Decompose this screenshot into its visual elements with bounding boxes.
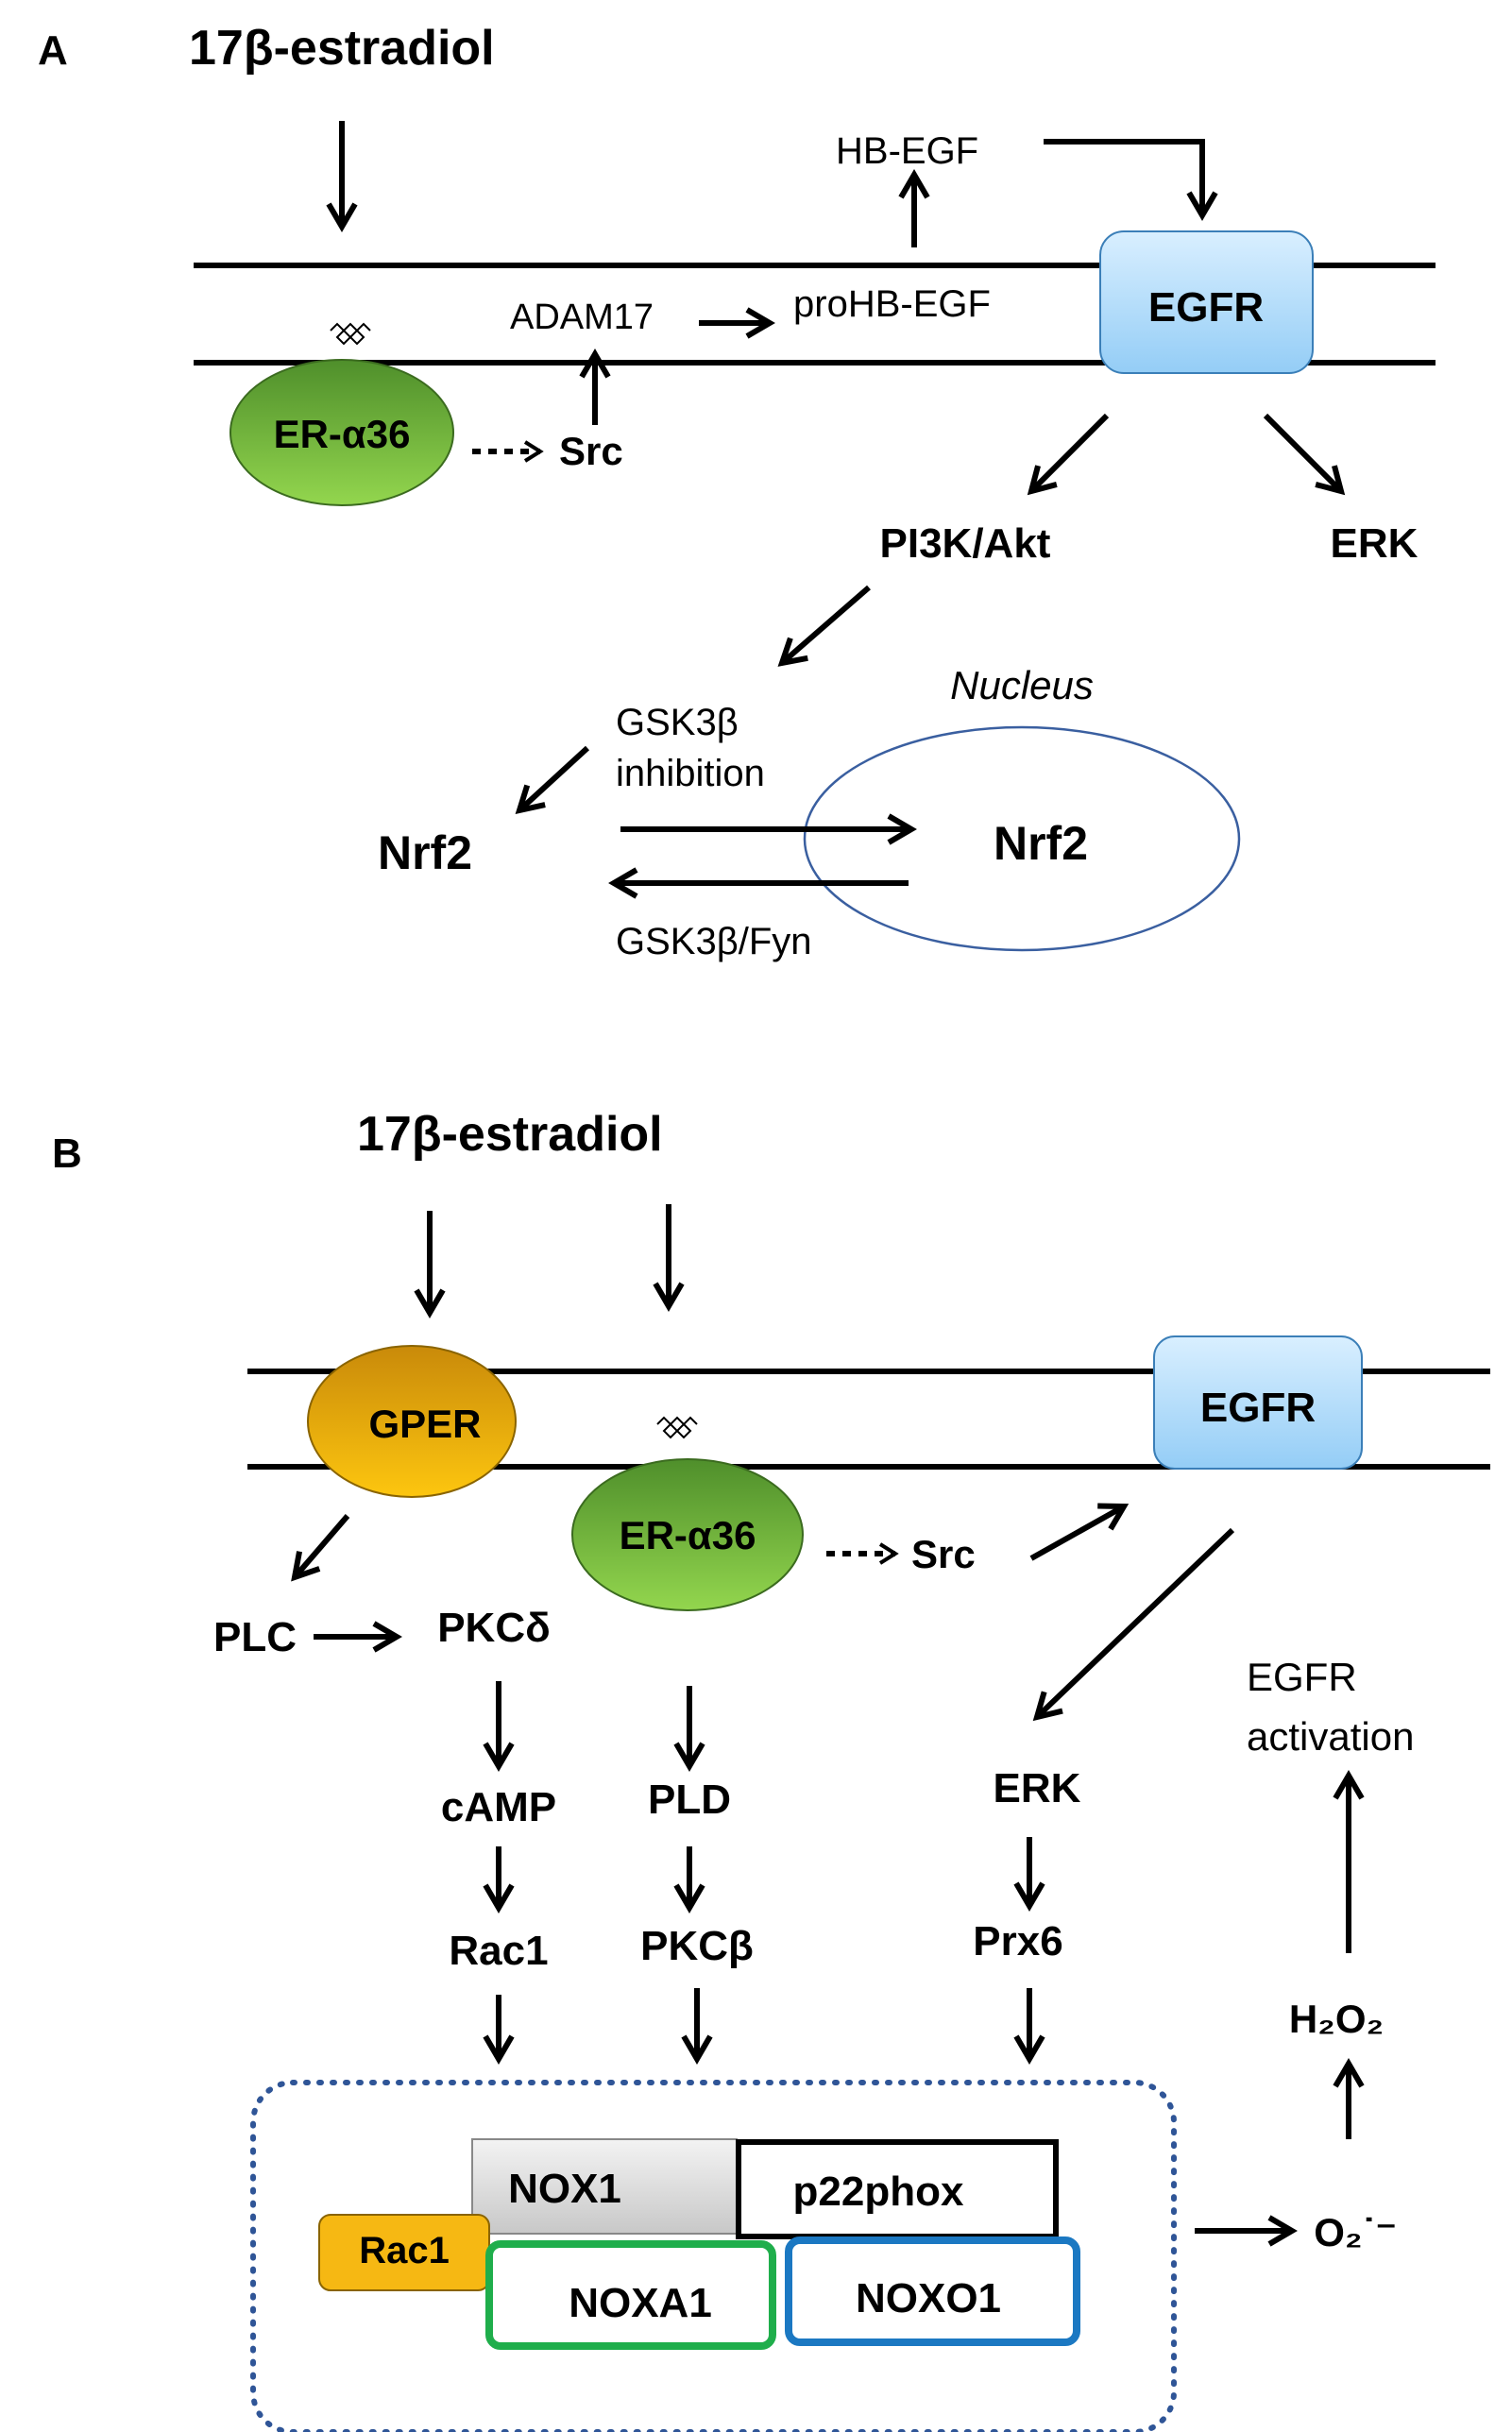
pkc-delta-label: PKCδ	[437, 1605, 551, 1651]
nox1-label: NOX1	[508, 2166, 621, 2212]
gsk-to-nrf2-arrow	[515, 745, 590, 815]
nrf2-nucleus-label: Nrf2	[994, 817, 1088, 870]
hb-egf-label: HB-EGF	[836, 130, 978, 172]
erk-label-a: ERK	[1331, 520, 1419, 567]
prx6-label: Prx6	[973, 1918, 1062, 1964]
egfr-b-label: EGFR	[1200, 1385, 1316, 1431]
nucleus-label: Nucleus	[950, 663, 1094, 707]
panel-a-letter: A	[38, 27, 68, 74]
gper-ellipse	[307, 1345, 517, 1498]
panel-b-letter: B	[52, 1131, 82, 1177]
nox-complex-dotted-box	[250, 2080, 1177, 2432]
nox1-box	[471, 2138, 738, 2235]
er-a36-label: ER-α36	[274, 412, 411, 456]
nrf2-cytoplasm-label: Nrf2	[378, 826, 472, 879]
pkc-beta-label: PKCβ	[640, 1923, 754, 1969]
src-b-label: Src	[911, 1532, 976, 1576]
rac1-label: Rac1	[449, 1928, 548, 1974]
p22phox-label: p22phox	[793, 2168, 964, 2215]
panel-a: A 17β-estradiol HB-EGF ADAM17 proHB-EGF …	[38, 21, 1436, 962]
erk-b-label: ERK	[994, 1765, 1081, 1811]
egfr-activation-line1: EGFR	[1247, 1655, 1357, 1699]
panel-a-ligand-label: 17β-estradiol	[189, 21, 495, 76]
er-a36-b-anchor	[656, 1416, 698, 1439]
er-a36-b-label: ER-α36	[620, 1513, 756, 1557]
noxo1-box	[785, 2236, 1080, 2346]
pi3k-to-gsk-arrow	[777, 585, 871, 667]
egfr-receptor	[1099, 230, 1314, 374]
camp-label: cAMP	[441, 1784, 556, 1830]
gsk-fyn-label: GSK3β/Fyn	[616, 921, 812, 962]
src-to-egfr-arrow	[1029, 1503, 1130, 1561]
prohb-egf-label: proHB-EGF	[793, 283, 991, 325]
pld-label: PLD	[648, 1777, 731, 1823]
adam17-label: ADAM17	[510, 298, 654, 337]
egfr-to-erk-arrow	[1263, 413, 1346, 496]
src-label: Src	[559, 429, 623, 473]
panel-b: B 17β-estradiol GPER EGFR ER-α36 Src PLC…	[52, 1107, 1490, 2432]
gsk-inhibition-line2: inhibition	[616, 753, 765, 794]
egfr-label: EGFR	[1148, 284, 1264, 331]
gper-label: GPER	[368, 1402, 481, 1446]
plc-label: PLC	[213, 1614, 297, 1660]
noxa1-box	[485, 2240, 776, 2350]
nucleus-ellipse	[803, 725, 1241, 952]
hb-egf-to-egfr-arrow	[1044, 139, 1218, 221]
rac1-nox-label: Rac1	[359, 2230, 450, 2271]
h2o2-label: H₂O₂	[1289, 1997, 1384, 2041]
pi3k-akt-label: PI3K/Akt	[880, 520, 1051, 567]
superoxide-label: O₂˙⁻	[1314, 2210, 1397, 2254]
gper-to-plc-arrow	[291, 1514, 350, 1582]
noxo1-label: NOXO1	[856, 2275, 1001, 2321]
er-a36-b-ellipse	[571, 1458, 804, 1611]
noxa1-label: NOXA1	[569, 2280, 712, 2326]
egfr-activation-line2: activation	[1247, 1714, 1414, 1759]
egfr-to-pi3k-arrow	[1027, 413, 1110, 496]
er-a36-anchor	[330, 322, 371, 346]
gsk-inhibition-line1: GSK3β	[616, 702, 739, 743]
egfr-to-erk-b-arrow	[1032, 1527, 1235, 1722]
egfr-b-receptor	[1153, 1335, 1363, 1470]
er-a36-ellipse	[229, 359, 454, 506]
panel-b-ligand-label: 17β-estradiol	[357, 1107, 663, 1162]
